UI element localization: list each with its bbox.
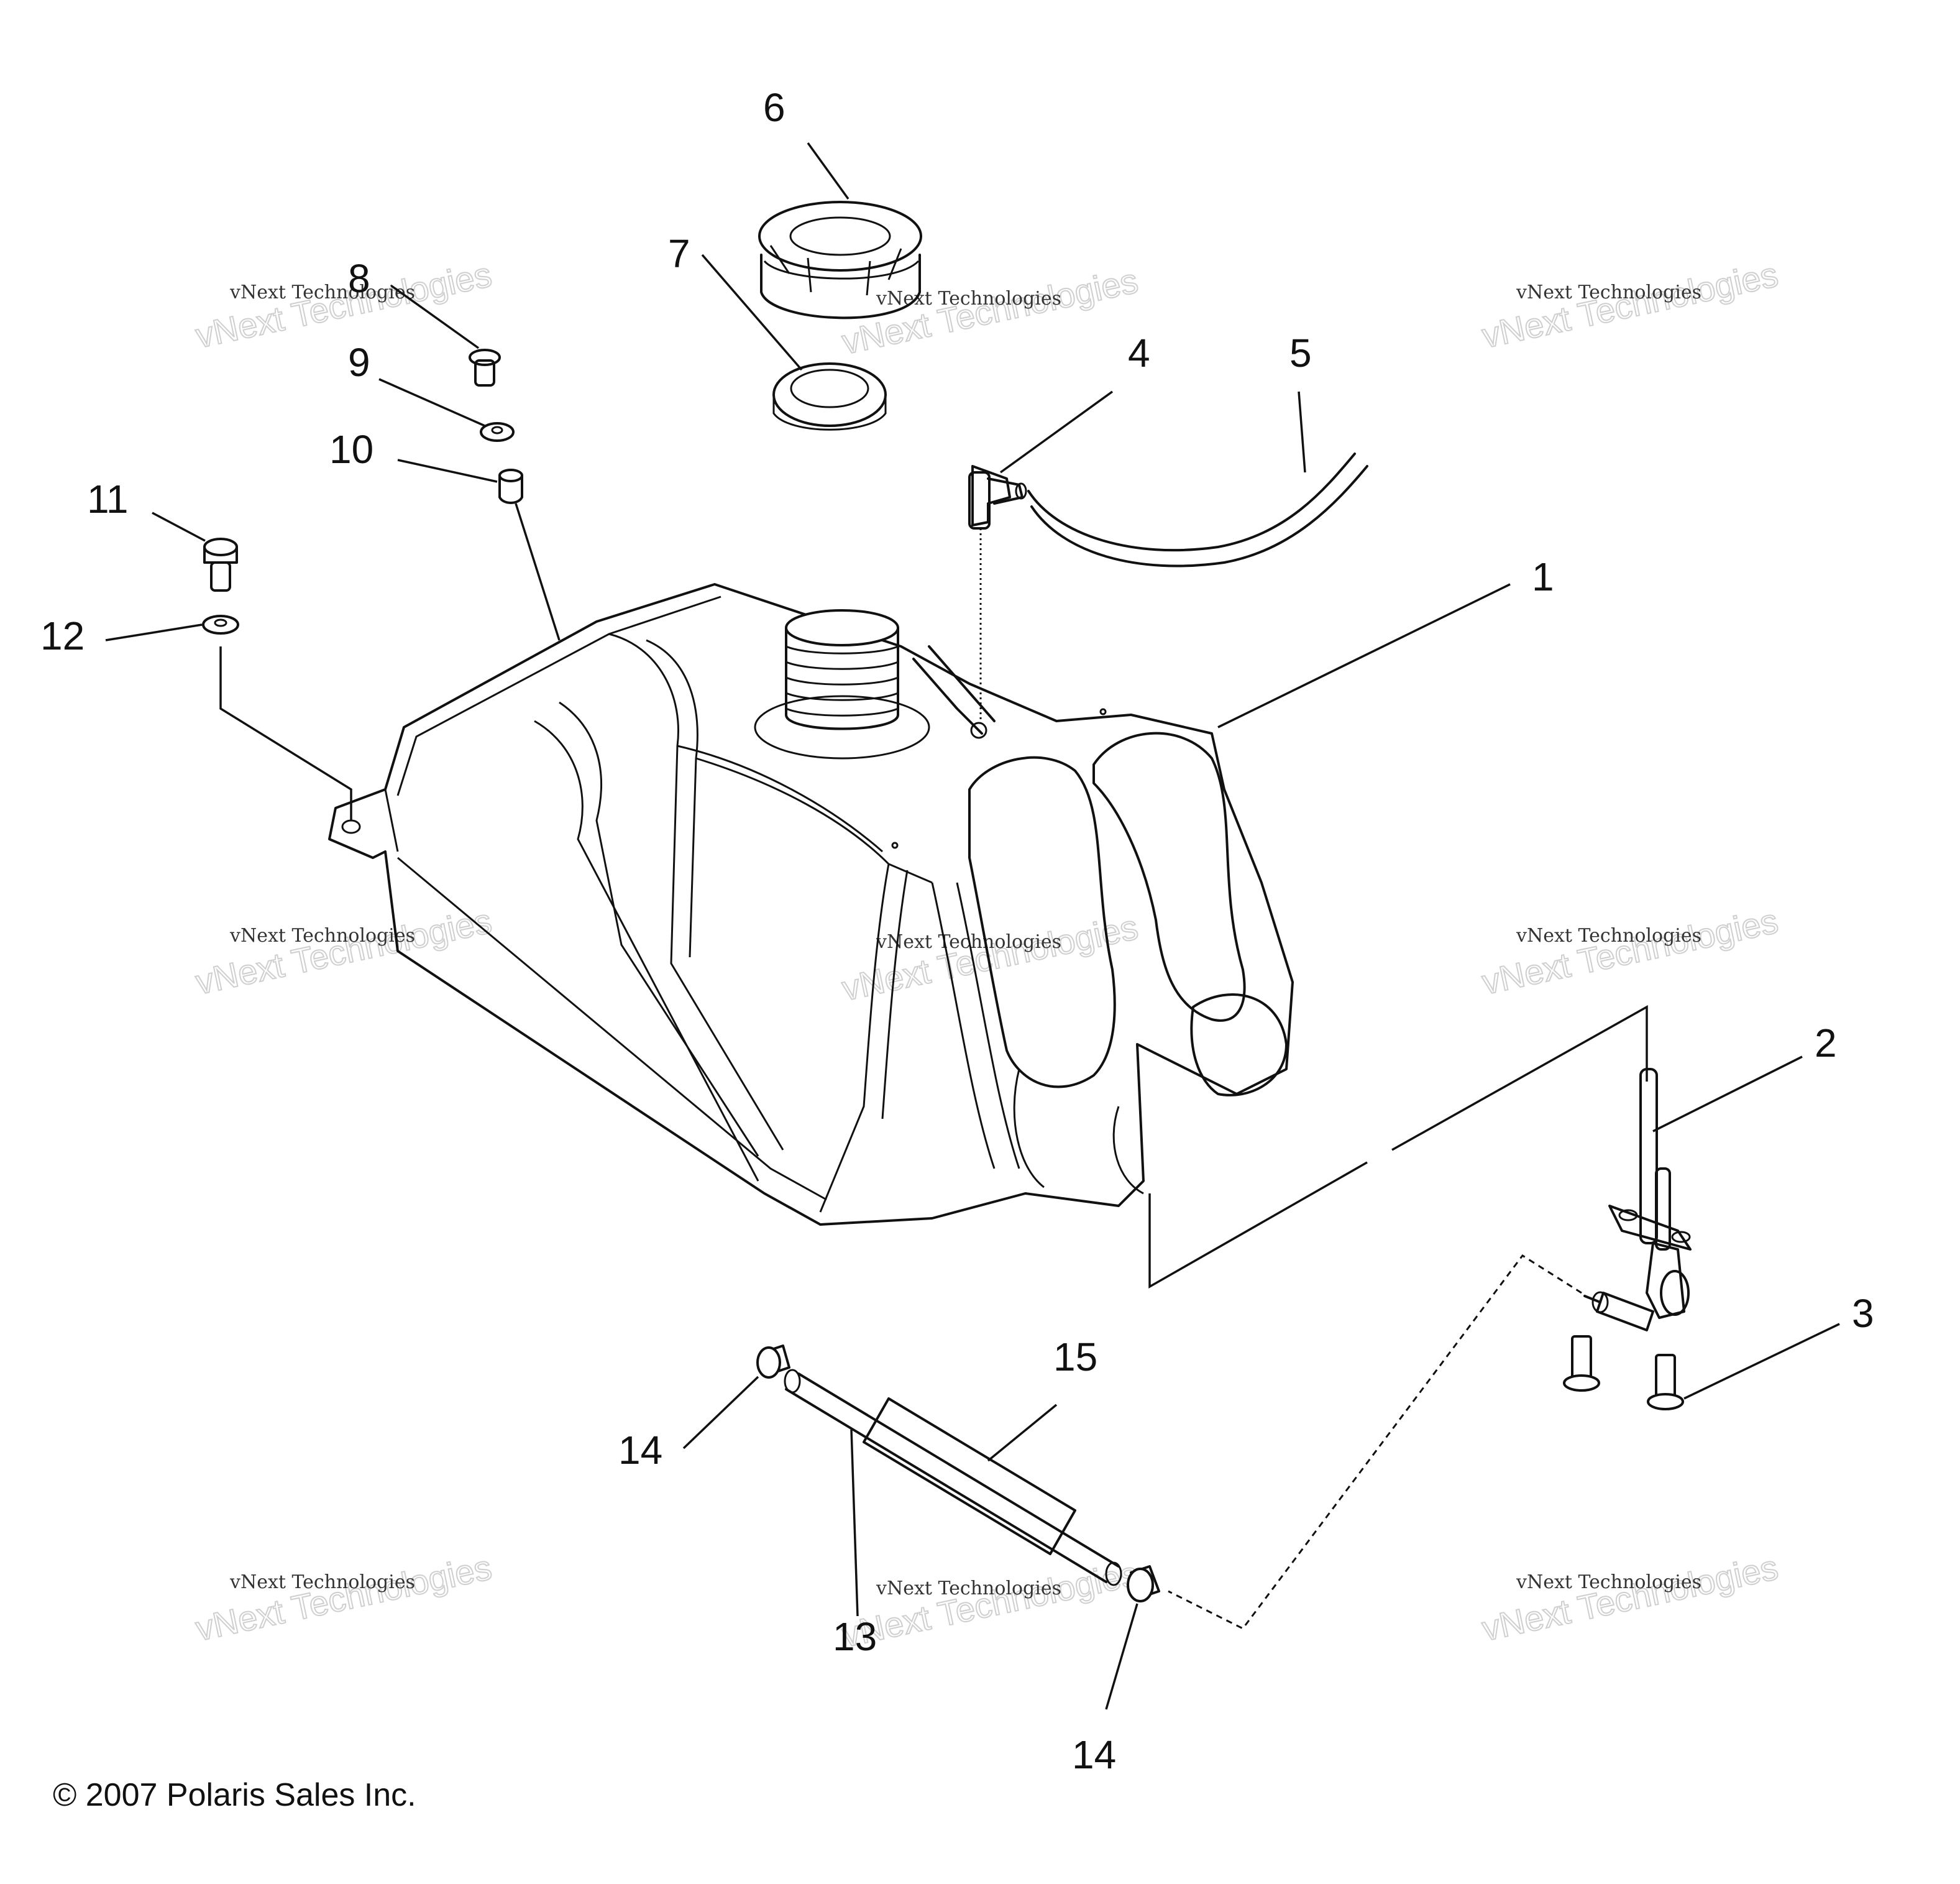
- leader-2: [1652, 1055, 1803, 1133]
- vent-hose: [1027, 453, 1356, 552]
- mounting-bolt: [203, 538, 238, 592]
- callout-12: 12: [40, 613, 85, 658]
- leader-9: [378, 378, 485, 427]
- svg-text:vNext Technologies: vNext Technologies: [838, 907, 1141, 1008]
- callout-11: 11: [87, 477, 128, 522]
- callout-6: 6: [763, 85, 785, 130]
- cap-gasket: [772, 362, 887, 431]
- leader-1: [1217, 583, 1511, 728]
- spacer-to-tank-line: [515, 503, 561, 641]
- leader-6: [807, 142, 849, 200]
- screw-pair: [1563, 1335, 1684, 1410]
- svg-text:vNext Technologies: vNext Technologies: [229, 282, 415, 303]
- watermark-top-right: vNext Technologies vNext Technologies: [1478, 254, 1782, 356]
- callout-13: 13: [833, 1614, 877, 1659]
- callout-1: 1: [1532, 554, 1554, 599]
- vent-elbow-fitting: [968, 465, 1027, 530]
- callout-9: 9: [348, 340, 370, 385]
- svg-text:vNext Technologies: vNext Technologies: [1478, 1547, 1781, 1648]
- callout-15: 15: [1053, 1335, 1097, 1379]
- svg-text:vNext Technologies: vNext Technologies: [1516, 1571, 1701, 1593]
- leader-5: [1298, 391, 1306, 473]
- callout-8: 8: [348, 256, 370, 301]
- svg-text:vNext Technologies: vNext Technologies: [1516, 282, 1701, 303]
- callout-4: 4: [1128, 331, 1150, 375]
- mounting-washer: [202, 615, 239, 635]
- spacer-bushing: [498, 469, 523, 504]
- svg-text:vNext Technologies: vNext Technologies: [876, 1578, 1061, 1599]
- leader-10: [397, 459, 498, 483]
- leader-4: [999, 390, 1114, 474]
- fuel-line: [784, 1369, 1122, 1586]
- fuel-valve: [1583, 1068, 1692, 1331]
- watermark-bottom-right: vNext Technologies vNext Technologies: [1478, 1546, 1782, 1648]
- leader-7: [701, 254, 803, 371]
- washer-to-flange-line: [219, 646, 352, 820]
- svg-text:vNext Technologies: vNext Technologies: [229, 925, 415, 947]
- callout-14-lower: 14: [1072, 1732, 1116, 1777]
- svg-text:vNext Technologies: vNext Technologies: [1478, 254, 1781, 355]
- svg-text:vNext Technologies: vNext Technologies: [876, 288, 1061, 310]
- svg-text:vNext Technologies: vNext Technologies: [229, 1571, 415, 1593]
- watermark-bottom-center: vNext Technologies vNext Technologies: [838, 1553, 1142, 1655]
- copyright-notice: © 2007 Polaris Sales Inc.: [53, 1777, 416, 1813]
- fuel-line-sleeve: [863, 1397, 1076, 1555]
- leader-12: [105, 623, 203, 641]
- small-bolt: [469, 349, 501, 387]
- hose-clamp-upper: [756, 1344, 790, 1379]
- svg-text:vNext Technologies: vNext Technologies: [1516, 925, 1701, 947]
- watermark-top-left: vNext Technologies vNext Technologies: [191, 254, 495, 356]
- callout-2: 2: [1815, 1021, 1837, 1065]
- leader-3: [1683, 1323, 1840, 1400]
- svg-text:vNext Technologies: vNext Technologies: [192, 254, 495, 355]
- callout-10: 10: [329, 427, 373, 472]
- washer: [480, 422, 515, 442]
- watermark-mid-right: vNext Technologies vNext Technologies: [1478, 900, 1782, 1002]
- fuel-cap: [758, 201, 922, 319]
- valve-to-hose-dashline: [1168, 1254, 1582, 1630]
- leader-11: [152, 512, 206, 542]
- fuel-tank: [328, 583, 1294, 1226]
- callout-5: 5: [1289, 331, 1312, 375]
- leader-15: [987, 1404, 1058, 1462]
- leader-13: [850, 1429, 859, 1617]
- callout-7: 7: [668, 231, 690, 276]
- hose-clamp-lower: [1127, 1565, 1160, 1602]
- watermark-bottom-left: vNext Technologies vNext Technologies: [191, 1546, 495, 1648]
- leader-14-upper: [682, 1376, 759, 1450]
- callout-3: 3: [1852, 1291, 1874, 1336]
- watermark-mid-center: vNext Technologies vNext Technologies: [838, 906, 1142, 1008]
- svg-text:vNext Technologies: vNext Technologies: [1478, 901, 1781, 1001]
- leader-14-lower: [1105, 1603, 1138, 1710]
- svg-text:vNext Technologies: vNext Technologies: [192, 1547, 495, 1648]
- svg-text:vNext Technologies: vNext Technologies: [838, 1553, 1141, 1654]
- leader-8: [390, 285, 480, 349]
- assembly-bracket-line: [1148, 1005, 1648, 1289]
- callout-14-upper: 14: [618, 1428, 662, 1473]
